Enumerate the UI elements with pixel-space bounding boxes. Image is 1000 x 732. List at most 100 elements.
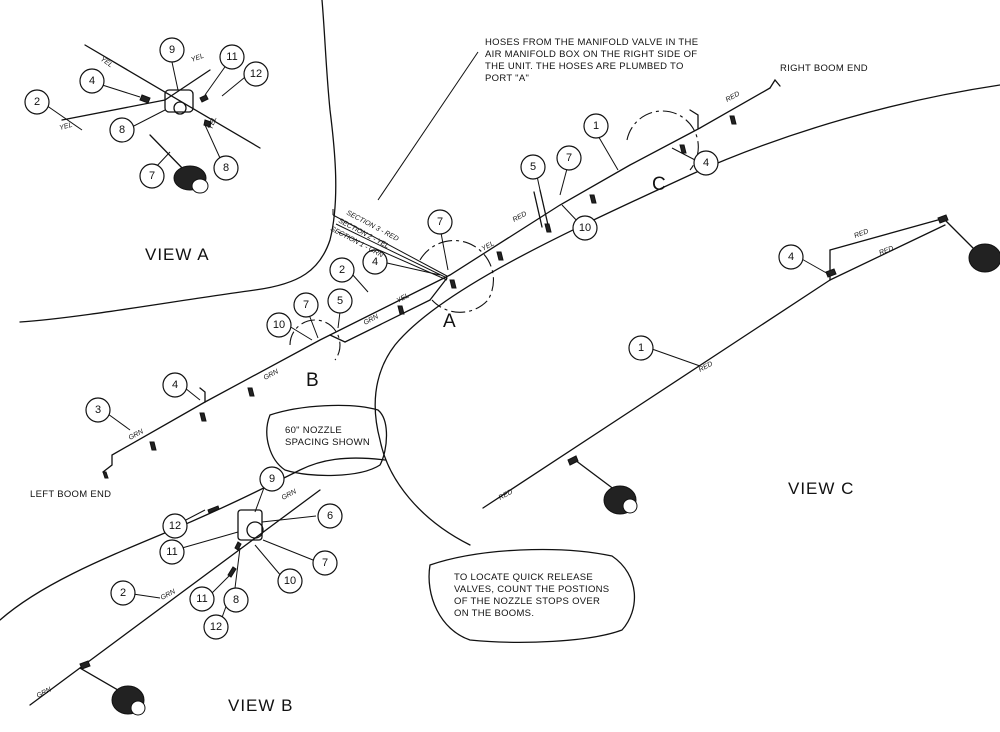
svg-text:GRN: GRN: [128, 428, 146, 442]
callout-main-4-center: 4: [362, 249, 388, 275]
callout-view-a-2: 2: [24, 89, 50, 115]
svg-text:4: 4: [89, 75, 95, 87]
label-right-boom-end: RIGHT BOOM END: [780, 63, 868, 74]
svg-text:11: 11: [166, 546, 177, 558]
svg-text:OF THE NOZZLE STOPS OVER: OF THE NOZZLE STOPS OVER: [454, 596, 600, 607]
svg-text:7: 7: [303, 299, 309, 311]
detail-letter-a: A: [443, 311, 456, 332]
svg-text:RED: RED: [512, 211, 528, 224]
svg-text:SPACING SHOWN: SPACING SHOWN: [285, 437, 370, 448]
callout-main-4-right: 4: [693, 150, 719, 176]
svg-text:YEL: YEL: [396, 292, 411, 304]
detail-circle-a: [419, 240, 494, 313]
callout-view-a-11: 11: [219, 44, 245, 70]
callout-view-b-9: 9: [259, 466, 285, 492]
svg-text:AIR MANIFOLD BOX ON THE RIGHT: AIR MANIFOLD BOX ON THE RIGHT SIDE OF: [485, 49, 697, 60]
svg-text:1: 1: [638, 342, 644, 354]
note-nozzle-spacing: 60" NOZZLE SPACING SHOWN: [285, 425, 370, 448]
svg-text:GRN: GRN: [36, 686, 54, 700]
svg-text:12: 12: [169, 520, 181, 532]
callout-view-b-11-bottom: 11: [189, 586, 215, 612]
svg-text:12: 12: [210, 621, 222, 633]
callout-view-b-2: 2: [110, 580, 136, 606]
svg-text:9: 9: [269, 473, 275, 485]
svg-text:8: 8: [223, 162, 229, 174]
detail-circle-b: [289, 319, 341, 361]
callout-main-10-right: 10: [572, 215, 598, 241]
svg-text:ON THE BOOMS.: ON THE BOOMS.: [454, 608, 534, 619]
svg-text:GRN: GRN: [363, 313, 381, 327]
svg-text:60" NOZZLE: 60" NOZZLE: [285, 425, 342, 436]
callout-view-b-11-top: 11: [159, 539, 185, 565]
svg-text:7: 7: [322, 557, 328, 569]
svg-text:10: 10: [273, 319, 285, 331]
svg-text:11: 11: [226, 51, 237, 63]
callout-view-c-4: 4: [778, 244, 804, 270]
callout-view-a-8-right: 8: [213, 155, 239, 181]
note-bubble-spacing: [266, 404, 388, 477]
svg-text:11: 11: [196, 593, 207, 605]
callout-view-c-1: 1: [628, 335, 654, 361]
callout-view-b-12-top: 12: [162, 513, 188, 539]
section-labels: SECTION 3 - RED SECTION 2 - YEL SECTION …: [329, 210, 399, 260]
callout-main-4-left: 4: [162, 372, 188, 398]
svg-text:YEL: YEL: [99, 56, 114, 69]
svg-text:4: 4: [372, 256, 378, 268]
view-b-title: VIEW B: [228, 696, 294, 715]
main-boom-hose: [102, 78, 781, 473]
callout-main-1: 1: [583, 113, 609, 139]
svg-text:2: 2: [120, 587, 126, 599]
svg-text:3: 3: [95, 404, 101, 416]
svg-text:7: 7: [566, 152, 572, 164]
view-a-boundary: [19, 0, 337, 323]
callout-main-5-left: 5: [327, 288, 353, 314]
callout-view-a-7: 7: [139, 163, 165, 189]
note-quick-release: TO LOCATE QUICK RELEASE VALVES, COUNT TH…: [454, 572, 609, 619]
svg-text:VALVES, COUNT THE POSTIONS: VALVES, COUNT THE POSTIONS: [454, 584, 609, 595]
callout-main-7-right: 7: [556, 145, 582, 171]
callout-main-7-left: 7: [293, 292, 319, 318]
svg-text:RED: RED: [698, 361, 714, 374]
callout-view-a-9: 9: [159, 37, 185, 63]
note-bubble-quick-release: [428, 548, 635, 643]
view-a-assembly: [61, 44, 261, 194]
view-c-title: VIEW C: [788, 479, 854, 498]
svg-text:6: 6: [327, 510, 333, 522]
svg-text:8: 8: [119, 124, 125, 136]
svg-text:4: 4: [788, 251, 794, 263]
view-a-title: VIEW A: [145, 245, 210, 264]
svg-text:5: 5: [530, 161, 536, 173]
detail-letter-c: C: [652, 174, 666, 195]
svg-text:THE UNIT. THE HOSES ARE PLUMBE: THE UNIT. THE HOSES ARE PLUMBED TO: [485, 61, 684, 72]
svg-text:12: 12: [250, 68, 262, 80]
callout-main-10-left: 10: [266, 312, 292, 338]
callout-main-2: 2: [329, 257, 355, 283]
callout-view-b-7: 7: [312, 550, 338, 576]
svg-text:2: 2: [34, 96, 40, 108]
svg-text:4: 4: [172, 379, 178, 391]
callout-view-b-8: 8: [223, 587, 249, 613]
callout-view-a-12: 12: [243, 61, 269, 87]
svg-text:8: 8: [233, 594, 239, 606]
svg-text:GRN: GRN: [281, 488, 299, 502]
svg-text:YEL: YEL: [207, 116, 218, 131]
label-left-boom-end: LEFT BOOM END: [30, 489, 111, 500]
svg-text:10: 10: [284, 575, 296, 587]
svg-text:YEL: YEL: [59, 122, 74, 132]
svg-text:1: 1: [593, 120, 599, 132]
svg-text:RED: RED: [498, 489, 514, 502]
callout-view-b-6: 6: [317, 503, 343, 529]
svg-text:7: 7: [437, 216, 443, 228]
svg-text:RED: RED: [853, 228, 869, 240]
note-leader: [377, 51, 479, 201]
svg-text:9: 9: [169, 44, 175, 56]
svg-text:YEL: YEL: [190, 53, 205, 64]
callout-main-3: 3: [85, 397, 111, 423]
view-b-assembly: [29, 489, 321, 716]
svg-text:RED: RED: [725, 91, 741, 104]
detail-circle-c: [626, 110, 699, 171]
svg-text:10: 10: [579, 222, 591, 234]
detail-letter-b: B: [306, 370, 319, 391]
svg-text:RED: RED: [878, 245, 894, 257]
